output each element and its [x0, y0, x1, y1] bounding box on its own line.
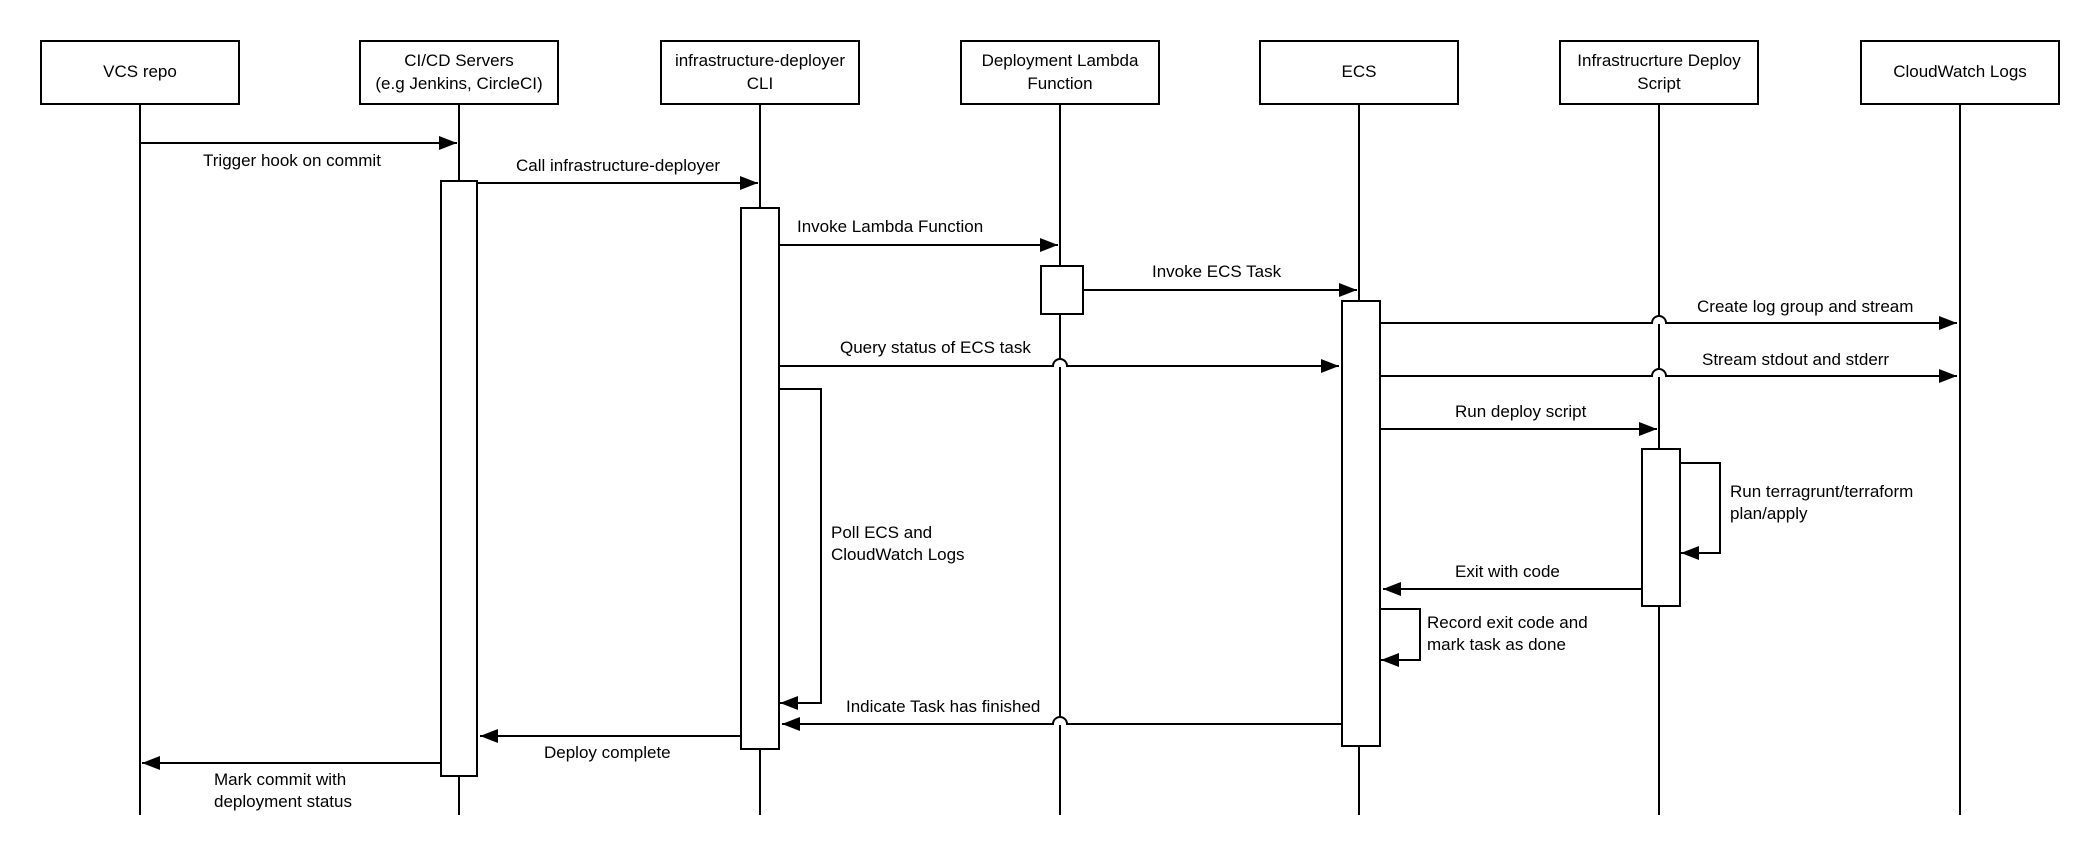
arrowhead-record-exit-code: [1381, 653, 1399, 667]
self-message-bottom-poll-ecs-cloudwatch: [780, 702, 822, 704]
self-message-bottom-run-terragrunt: [1681, 552, 1721, 554]
lifeline-cloudwatch-logs: [1959, 105, 1961, 815]
message-label-query-status-line: Query status of ECS task: [840, 338, 1031, 357]
arrowhead-indicate-finished: [782, 717, 800, 731]
arrowhead-create-log-group: [1939, 316, 1957, 330]
actor-label: CI/CD Servers: [404, 51, 514, 71]
self-message-label-poll-ecs-cloudwatch-line: CloudWatch Logs: [831, 545, 965, 565]
self-message-side-poll-ecs-cloudwatch: [820, 388, 822, 704]
message-line-call-deployer: [478, 182, 758, 184]
line-hop-over-deployment-lambda-function: [1052, 358, 1068, 367]
line-hop-over-deployment-lambda-function: [1052, 716, 1068, 725]
lifeline-vcs-repo: [139, 105, 141, 815]
actor-head-cloudwatch-logs: CloudWatch Logs: [1860, 40, 2060, 105]
lifeline-deployment-lambda-function: [1059, 105, 1061, 815]
arrowhead-deploy-complete: [480, 729, 498, 743]
message-line-deploy-complete: [480, 735, 740, 737]
message-line-create-log-group: [1381, 322, 1957, 324]
message-label-indicate-finished: Indicate Task has finished: [846, 696, 1040, 718]
activation-infrastructure-deploy-script: [1641, 448, 1681, 607]
actor-label: infrastructure-deployer: [674, 51, 846, 71]
message-line-run-deploy-script: [1381, 428, 1657, 430]
arrowhead-invoke-lambda: [1040, 238, 1058, 252]
self-message-top-poll-ecs-cloudwatch: [780, 388, 822, 390]
self-message-label-record-exit-code-line: mark task as done: [1427, 635, 1566, 655]
message-line-mark-commit: [142, 762, 440, 764]
arrowhead-run-deploy-script: [1639, 422, 1657, 436]
arrowhead-stream-stdout: [1939, 369, 1957, 383]
message-label-invoke-lambda-line: Invoke Lambda Function: [797, 217, 984, 236]
message-label-exit-with-code: Exit with code: [1455, 561, 1560, 583]
arrowhead-poll-ecs-cloudwatch: [780, 696, 798, 710]
message-line-stream-stdout: [1381, 375, 1957, 377]
self-message-side-record-exit-code: [1419, 608, 1421, 661]
message-label-deploy-complete: Deploy complete: [544, 742, 671, 764]
arrowhead-run-terragrunt: [1681, 546, 1699, 560]
message-line-exit-with-code: [1383, 588, 1641, 590]
message-label-run-deploy-script-line: Run deploy script: [1455, 402, 1587, 421]
line-hop-over-infrastructure-deploy-script: [1651, 368, 1667, 377]
message-label-invoke-ecs-task: Invoke ECS Task: [1152, 261, 1281, 283]
actor-label: Infrastrucrture Deploy: [1577, 51, 1741, 71]
self-message-label-run-terragrunt-line: Run terragrunt/terraform: [1730, 482, 1914, 501]
self-message-label-run-terragrunt: Run terragrunt/terraform plan/apply: [1730, 481, 1913, 525]
message-label-stream-stdout-line: Stream stdout and stderr: [1702, 350, 1890, 369]
arrowhead-call-deployer: [740, 176, 758, 190]
message-label-query-status: Query status of ECS task: [840, 337, 1031, 359]
self-message-bottom-record-exit-code: [1381, 659, 1421, 661]
message-label-invoke-lambda: Invoke Lambda Function: [797, 216, 983, 238]
activation-infrastructure-deployer-cli: [740, 207, 780, 750]
message-label-invoke-ecs-task-line: Invoke ECS Task: [1152, 262, 1282, 281]
message-label-create-log-group-line: Create log group and stream: [1697, 297, 1914, 316]
message-label-call-deployer-line: Call infrastructure-deployer: [516, 156, 721, 175]
message-label-deploy-complete-line: Deploy complete: [544, 743, 671, 762]
self-message-label-run-terragrunt-line: plan/apply: [1730, 504, 1808, 524]
actor-head-cicd-servers: CI/CD Servers(e.g Jenkins, CircleCI): [359, 40, 559, 105]
activation-deployment-lambda-function: [1040, 265, 1084, 315]
message-label-call-deployer: Call infrastructure-deployer: [516, 155, 720, 177]
message-label-mark-commit: Mark commit with deployment status: [214, 769, 352, 813]
actor-label: Deployment Lambda: [981, 51, 1139, 71]
self-message-label-record-exit-code: Record exit code and mark task as done: [1427, 612, 1588, 656]
self-message-label-poll-ecs-cloudwatch-line: Poll ECS and: [831, 523, 933, 542]
message-label-exit-with-code-line: Exit with code: [1455, 562, 1560, 581]
actor-label: CloudWatch Logs: [1893, 62, 2027, 82]
message-label-indicate-finished-line: Indicate Task has finished: [846, 697, 1041, 716]
actor-label: Function: [1027, 73, 1093, 93]
activation-ecs: [1341, 300, 1381, 747]
activation-cicd-servers: [440, 180, 478, 777]
arrowhead-query-status: [1321, 359, 1339, 373]
actor-label: VCS repo: [103, 62, 177, 82]
self-message-top-record-exit-code: [1381, 608, 1421, 610]
actor-label: Script: [1637, 73, 1681, 93]
arrowhead-exit-with-code: [1383, 582, 1401, 596]
arrowhead-mark-commit: [142, 756, 160, 770]
message-label-create-log-group: Create log group and stream: [1697, 296, 1913, 318]
message-label-trigger-hook: Trigger hook on commit: [203, 150, 381, 172]
self-message-top-run-terragrunt: [1681, 462, 1721, 464]
arrowhead-trigger-hook: [439, 136, 457, 150]
message-line-invoke-lambda: [780, 244, 1058, 246]
actor-label: (e.g Jenkins, CircleCI): [375, 73, 543, 93]
line-hop-over-infrastructure-deploy-script: [1651, 315, 1667, 324]
message-label-trigger-hook-line: Trigger hook on commit: [203, 151, 381, 170]
message-line-invoke-ecs-task: [1084, 289, 1357, 291]
self-message-side-run-terragrunt: [1719, 462, 1721, 554]
self-message-label-record-exit-code-line: Record exit code and: [1427, 613, 1588, 632]
message-label-mark-commit-line: Mark commit with: [214, 770, 347, 789]
actor-label: CLI: [746, 73, 774, 93]
actor-label: ECS: [1341, 62, 1377, 82]
message-label-mark-commit-line: deployment status: [214, 792, 352, 812]
arrowhead-invoke-ecs-task: [1339, 283, 1357, 297]
actor-head-ecs: ECS: [1259, 40, 1459, 105]
actor-head-vcs-repo: VCS repo: [40, 40, 240, 105]
message-label-stream-stdout: Stream stdout and stderr: [1702, 349, 1889, 371]
message-label-run-deploy-script: Run deploy script: [1455, 401, 1586, 423]
message-line-trigger-hook: [140, 142, 457, 144]
